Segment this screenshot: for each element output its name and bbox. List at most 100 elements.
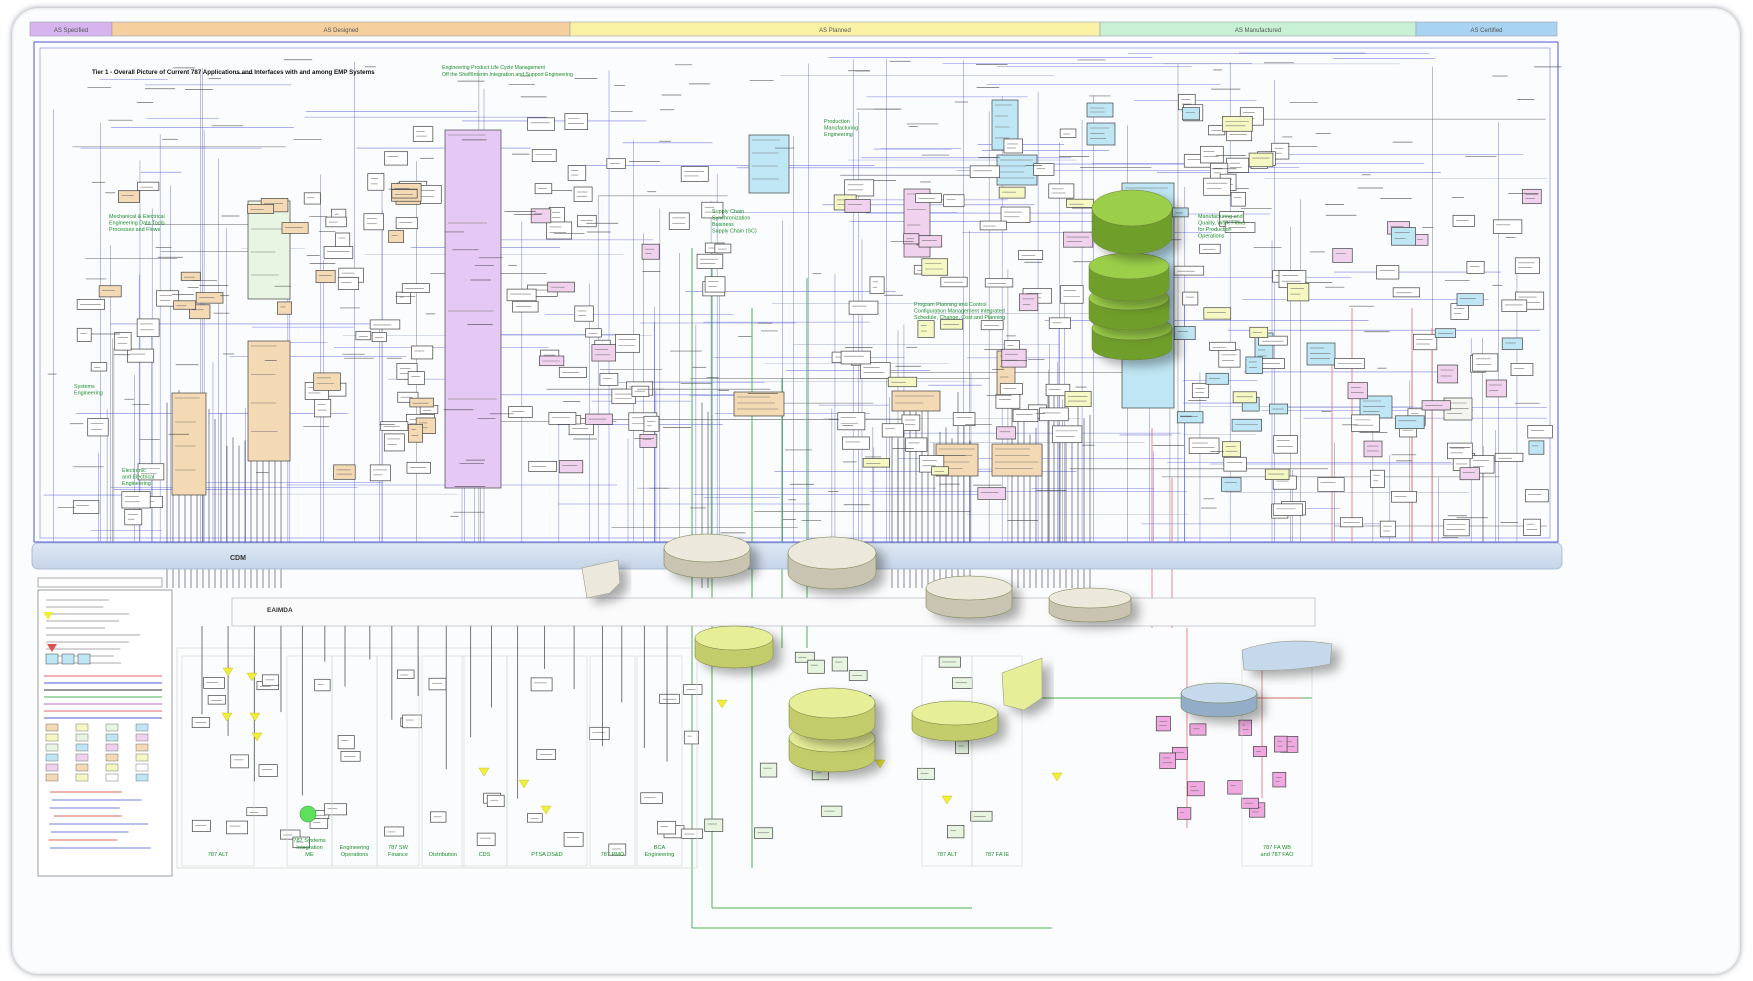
application-box: [1049, 184, 1074, 198]
application-box: [1200, 146, 1223, 163]
application-box: [1376, 266, 1398, 279]
application-box: [1232, 419, 1262, 431]
application-box: [592, 345, 616, 361]
lane-label: PTSA DS&D: [531, 852, 562, 858]
phase-label: AS Designed: [323, 28, 358, 34]
application-box: [381, 422, 408, 431]
green-area-label: Operations: [1198, 234, 1225, 240]
application-box: [996, 394, 1020, 408]
application-box: [88, 419, 109, 436]
application-box: [196, 293, 223, 304]
application-box: [1438, 365, 1458, 383]
application-box: [842, 437, 869, 449]
application-box: [1529, 441, 1544, 454]
application-box: [997, 427, 1016, 439]
application-box: [487, 795, 504, 806]
application-box: [1177, 412, 1203, 423]
eaimda-bus-bar: [232, 598, 1315, 626]
application-box: [947, 825, 964, 837]
green-database-icon: [1092, 190, 1172, 254]
application-box: [1204, 178, 1231, 195]
application-box: [642, 244, 659, 259]
application-box: [1524, 519, 1541, 535]
application-box: [531, 678, 552, 691]
repository-database-icon: [788, 537, 876, 589]
green-area-label: Mechanical & Electrical: [109, 214, 165, 220]
application-box: [77, 328, 91, 341]
application-box: [338, 736, 354, 749]
application-box: [413, 127, 433, 142]
application-box: [870, 277, 884, 294]
application-box: [882, 424, 903, 437]
application-box: [125, 510, 142, 525]
application-box: [754, 828, 772, 839]
green-area-label: Production: [824, 119, 850, 125]
application-box: [138, 182, 159, 190]
application-box: [1200, 244, 1221, 253]
legend-swatch: [106, 754, 118, 761]
arrow-icon: [479, 768, 489, 776]
diagram-subtitle: Off the Shelf/Interim Integration and Su…: [442, 72, 573, 78]
application-box: [565, 113, 588, 129]
application-box: [841, 351, 870, 364]
lane-label: 787 FA IE: [985, 852, 1010, 858]
application-box: [356, 331, 371, 339]
green-area-label: Business: [712, 222, 734, 228]
application-box: [513, 301, 538, 312]
legend-swatch: [76, 744, 88, 751]
application-box: [932, 467, 949, 475]
application-box: [549, 412, 576, 424]
application-box: [1380, 521, 1395, 537]
arrow-icon: [541, 806, 551, 814]
application-box: [660, 694, 680, 703]
application-box: [304, 193, 320, 204]
application-box: [410, 398, 434, 407]
application-box: [1444, 519, 1469, 535]
application-box: [99, 286, 121, 297]
repository-database-icon: [926, 576, 1012, 618]
application-box: [208, 695, 225, 704]
application-box: [384, 152, 407, 165]
lime-database-icon: [695, 626, 773, 668]
application-box: [314, 399, 330, 417]
application-box: [845, 199, 870, 212]
application-box: [906, 438, 927, 451]
system-box: [248, 201, 290, 299]
repository-database-icon: [664, 534, 750, 578]
application-box: [397, 292, 411, 303]
application-box: [127, 349, 153, 362]
cdm-bus-label: CDM: [230, 555, 246, 562]
application-box: [1340, 518, 1362, 527]
application-box: [1183, 292, 1198, 305]
phase-label: AS Planned: [819, 28, 851, 34]
application-box: [640, 434, 657, 447]
application-box: [549, 207, 564, 223]
application-box: [1273, 504, 1302, 516]
mainframe-system-box: [445, 130, 501, 488]
arrow-icon: [252, 733, 262, 741]
application-box: [1348, 383, 1368, 399]
green-area-label: Supply Chain: [712, 209, 744, 215]
application-box: [509, 407, 533, 418]
application-box: [808, 660, 825, 673]
application-box: [1222, 116, 1252, 131]
legend-symbol-box: [46, 654, 58, 664]
application-box: [408, 372, 424, 385]
application-box: [259, 765, 277, 777]
application-box: [1053, 426, 1082, 443]
blue-database-icon: [1181, 683, 1257, 717]
application-box: [1204, 308, 1231, 319]
application-box: [1188, 782, 1205, 796]
application-box: [641, 793, 663, 804]
application-box: [922, 259, 948, 276]
application-box: [1067, 199, 1094, 207]
legend-swatch: [76, 764, 88, 771]
application-box: [705, 819, 723, 831]
application-box: [174, 301, 196, 309]
application-box: [1209, 342, 1235, 350]
legend-header-box: [38, 578, 162, 587]
application-box: [564, 833, 583, 847]
application-box: [1160, 753, 1176, 769]
application-box: [1435, 329, 1455, 338]
application-box: [137, 319, 159, 337]
